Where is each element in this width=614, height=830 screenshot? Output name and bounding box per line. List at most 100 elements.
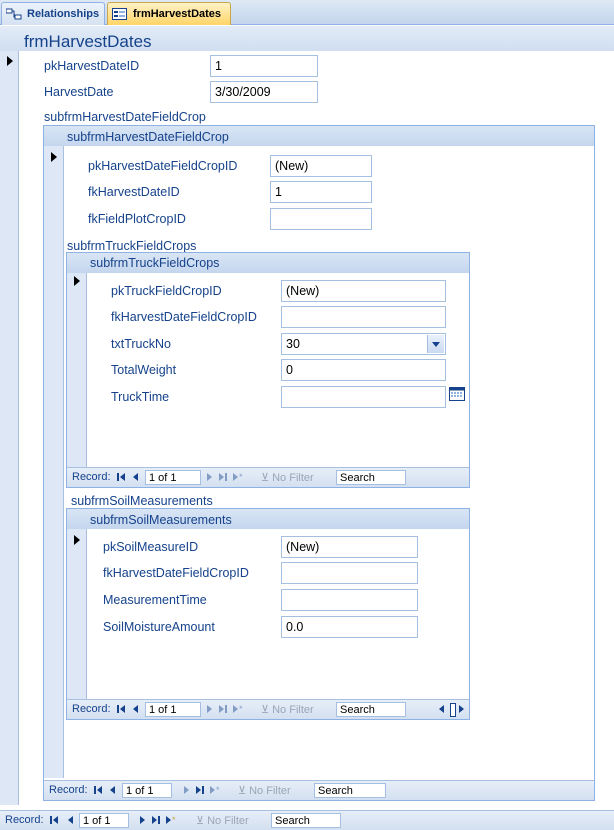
dropdown-arrow-icon[interactable] — [427, 335, 444, 353]
fkharvestdateid-field[interactable]: 1 — [270, 181, 372, 203]
tab-relationships-label: Relationships — [27, 8, 100, 20]
form-title: frmHarvestDates — [24, 32, 152, 51]
main-last-record-icon[interactable] — [152, 815, 162, 825]
fkfieldplotcropid-label: fkFieldPlotCropID — [88, 212, 186, 226]
pksoilmeasureid-field[interactable]: (New) — [281, 536, 418, 558]
scroll-left-icon[interactable] — [437, 704, 447, 714]
truck-no-filter-label: No Filter — [272, 472, 314, 484]
soil-previous-record-icon[interactable] — [131, 704, 141, 714]
crop-previous-record-icon[interactable] — [108, 785, 118, 795]
pkharvestdatefieldcropid-label: pkHarvestDateFieldCropID — [88, 159, 238, 173]
pksoilmeasureid-label: pkSoilMeasureID — [103, 540, 199, 554]
soil-search-input[interactable]: Search — [336, 702, 406, 717]
crop-next-record-icon[interactable] — [182, 785, 192, 795]
truck-first-record-icon[interactable] — [117, 472, 127, 482]
soil-current-record-arrow-icon — [74, 535, 80, 545]
subform-soilmeasurements: subfrmSoilMeasurements pkSoilMeasureID (… — [66, 508, 470, 720]
main-next-record-icon[interactable] — [138, 815, 148, 825]
truck-previous-record-icon[interactable] — [131, 472, 141, 482]
txttruckno-value: 30 — [286, 337, 300, 351]
soil-record-selector[interactable] — [67, 529, 87, 699]
soil-next-record-icon[interactable] — [205, 704, 215, 714]
truck-record-label: Record: — [72, 471, 111, 483]
crop-record-label: Record: — [49, 784, 88, 796]
truck-last-record-icon[interactable] — [219, 472, 229, 482]
main-record-selector[interactable] — [0, 51, 19, 805]
subform-harvestdatefieldcrop-title: subfrmHarvestDateFieldCrop — [67, 130, 229, 144]
subform-soilmeasurements-title: subfrmSoilMeasurements — [90, 513, 232, 527]
crop-new-record-icon[interactable]: * — [210, 785, 220, 795]
tab-frmharvestdates[interactable]: frmHarvestDates — [107, 2, 231, 25]
truck-fkharvestdatefieldcropid-label: fkHarvestDateFieldCropID — [111, 310, 257, 324]
crop-no-filter-button[interactable]: ⊻ No Filter — [238, 784, 291, 797]
tab-relationships[interactable]: Relationships — [1, 2, 105, 25]
truck-subform-caption: subfrmTruckFieldCrops — [67, 239, 197, 253]
form-header — [0, 26, 614, 51]
crop-current-record-field[interactable]: 1 of 1 — [122, 783, 172, 798]
subform-caption: subfrmHarvestDateFieldCrop — [44, 110, 206, 124]
pkharvestdatefieldcropid-field[interactable]: (New) — [270, 155, 372, 177]
pkharvestdateid-label: pkHarvestDateID — [44, 59, 140, 73]
soil-last-record-icon[interactable] — [219, 704, 229, 714]
form-icon — [112, 8, 128, 20]
totalweight-field[interactable]: 0 — [281, 359, 446, 381]
crop-first-record-icon[interactable] — [94, 785, 104, 795]
calendar-icon[interactable] — [449, 387, 465, 401]
fkfieldplotcropid-field[interactable] — [270, 208, 372, 230]
measurementtime-label: MeasurementTime — [103, 593, 207, 607]
crop-no-filter-label: No Filter — [249, 785, 291, 797]
pkharvestdateid-field[interactable]: 1 — [210, 55, 318, 77]
crop-current-record-arrow-icon — [51, 152, 57, 162]
main-search-input[interactable]: Search — [271, 813, 341, 828]
main-no-filter-button[interactable]: ⊻ No Filter — [196, 814, 249, 827]
main-record-navigation: Record: 1 of 1 * ⊻ No Filter Search — [0, 810, 614, 830]
main-previous-record-icon[interactable] — [66, 815, 76, 825]
soil-no-filter-label: No Filter — [272, 704, 314, 716]
soilmoistureamount-field[interactable]: 0.0 — [281, 616, 418, 638]
filter-icon: ⊻ — [261, 472, 273, 484]
trucktime-label: TruckTime — [111, 390, 170, 404]
truck-next-record-icon[interactable] — [205, 472, 215, 482]
truck-current-record-arrow-icon — [74, 276, 80, 286]
soil-current-record-field[interactable]: 1 of 1 — [145, 702, 201, 717]
soil-new-record-icon[interactable]: * — [233, 704, 243, 714]
subform-truckfieldcrops-title: subfrmTruckFieldCrops — [90, 256, 220, 270]
horizontal-scroll-thumb[interactable] — [450, 703, 456, 717]
filter-icon: ⊻ — [261, 704, 273, 716]
soil-fkharvestdatefieldcropid-field[interactable] — [281, 562, 418, 584]
truck-new-record-icon[interactable]: * — [233, 472, 243, 482]
subform-truckfieldcrops: subfrmTruckFieldCrops pkTruckFieldCropID… — [66, 252, 470, 488]
truck-fkharvestdatefieldcropid-field[interactable] — [281, 306, 446, 328]
subform-truckfieldcrops-header: subfrmTruckFieldCrops — [67, 253, 469, 273]
truck-record-selector[interactable] — [67, 273, 87, 467]
crop-record-selector[interactable] — [44, 146, 64, 778]
soil-no-filter-button[interactable]: ⊻ No Filter — [261, 703, 314, 716]
main-no-filter-label: No Filter — [207, 815, 249, 827]
pktruckfieldcropid-field[interactable]: (New) — [281, 280, 446, 302]
main-new-record-icon[interactable]: * — [166, 815, 176, 825]
truck-search-input[interactable]: Search — [336, 470, 406, 485]
harvestdate-field[interactable]: 3/30/2009 — [210, 81, 318, 103]
filter-icon: ⊻ — [238, 785, 250, 797]
tab-frmharvestdates-label: frmHarvestDates — [133, 8, 222, 20]
subform-harvestdatefieldcrop: subfrmHarvestDateFieldCrop pkHarvestDate… — [43, 125, 595, 801]
harvestdate-label: HarvestDate — [44, 85, 114, 99]
crop-last-record-icon[interactable] — [196, 785, 206, 795]
truck-current-record-field[interactable]: 1 of 1 — [145, 470, 201, 485]
totalweight-label: TotalWeight — [111, 363, 177, 377]
subform-harvestdatefieldcrop-header: subfrmHarvestDateFieldCrop — [44, 126, 594, 146]
txttruckno-combobox[interactable]: 30 — [281, 333, 446, 355]
txttruckno-label: txtTruckNo — [111, 337, 171, 351]
scroll-right-icon[interactable] — [457, 704, 467, 714]
soil-first-record-icon[interactable] — [117, 704, 127, 714]
filter-icon: ⊻ — [196, 815, 208, 827]
document-tab-strip: Relationships frmHarvestDates — [0, 0, 614, 25]
main-first-record-icon[interactable] — [50, 815, 60, 825]
truck-record-navigation: Record: 1 of 1 * ⊻ No Filter Search — [67, 467, 469, 487]
pktruckfieldcropid-label: pkTruckFieldCropID — [111, 284, 222, 298]
truck-no-filter-button[interactable]: ⊻ No Filter — [261, 471, 314, 484]
measurementtime-field[interactable] — [281, 589, 418, 611]
main-current-record-field[interactable]: 1 of 1 — [79, 813, 129, 828]
trucktime-field[interactable] — [281, 386, 446, 408]
crop-search-input[interactable]: Search — [314, 783, 386, 798]
